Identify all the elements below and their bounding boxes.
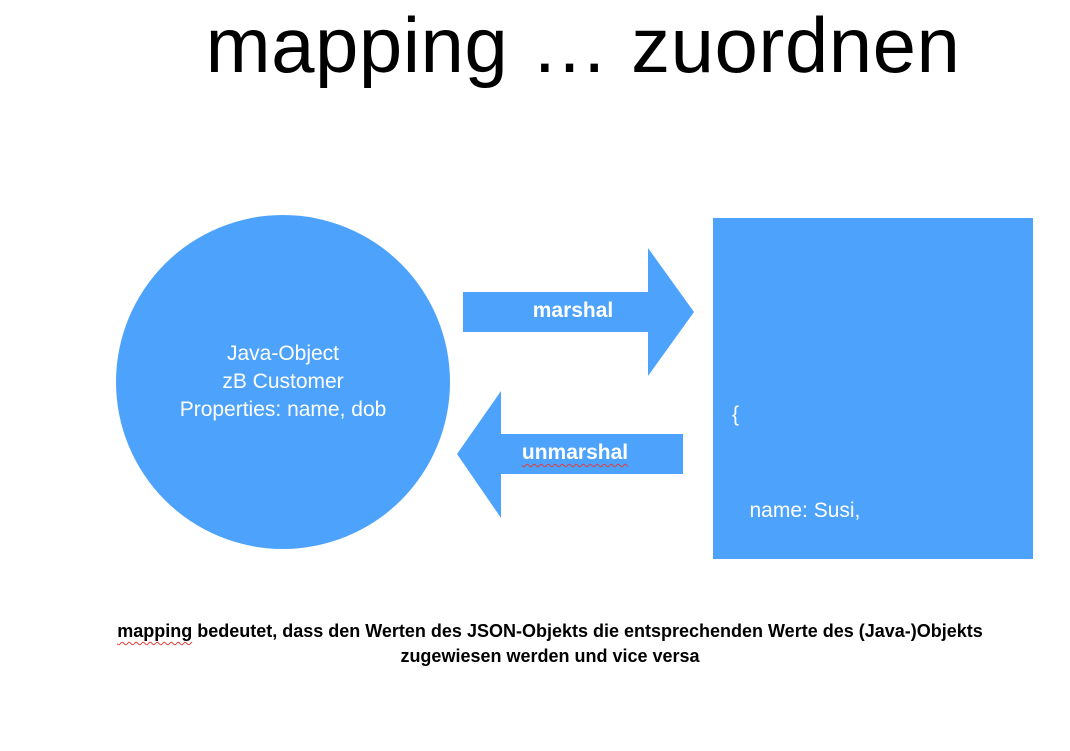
unmarshal-arrow — [457, 391, 683, 518]
slide-title: mapping … zuordnen — [205, 1, 961, 89]
caption-line-1: mapping bedeutet, dass den Werten des JS… — [0, 619, 1070, 644]
marshal-arrow — [463, 248, 694, 376]
json-line-3: dob: 2021-10-18 — [732, 595, 904, 618]
json-object-box — [713, 218, 1033, 559]
json-line-1: { — [732, 403, 740, 426]
caption-first-word: mapping — [117, 621, 193, 641]
caption: mapping bedeutet, dass den Werten des JS… — [0, 619, 1070, 669]
marshal-label: marshal — [532, 299, 614, 322]
java-object-text: Java-Object zB Customer Properties: name… — [116, 340, 450, 424]
arrows-layer — [457, 248, 694, 518]
circle-line-3: Properties: name, dob — [179, 398, 387, 421]
java-object-circle — [116, 215, 450, 549]
unmarshal-label-text: unmarshal — [521, 441, 629, 464]
json-line-4: } — [732, 691, 740, 714]
json-object-text: { name: Susi, dob: 2021-10-18 } — [732, 335, 904, 751]
circle-line-1: Java-Object — [226, 342, 340, 365]
unmarshal-label: unmarshal — [465, 441, 685, 465]
circle-line-2: zB Customer — [222, 370, 344, 393]
caption-line-2: zugewiesen werden und vice versa — [400, 646, 700, 666]
json-line-2: name: Susi, — [732, 499, 861, 522]
caption-line-1-rest: bedeutet, dass den Werten des JSON-Objek… — [192, 621, 983, 641]
